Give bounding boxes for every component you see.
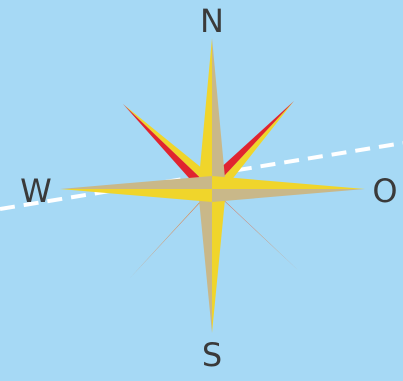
east-label: O [372, 172, 397, 210]
north-label: N [200, 2, 224, 40]
south-label: S [202, 336, 222, 374]
west-label: W [20, 172, 52, 210]
